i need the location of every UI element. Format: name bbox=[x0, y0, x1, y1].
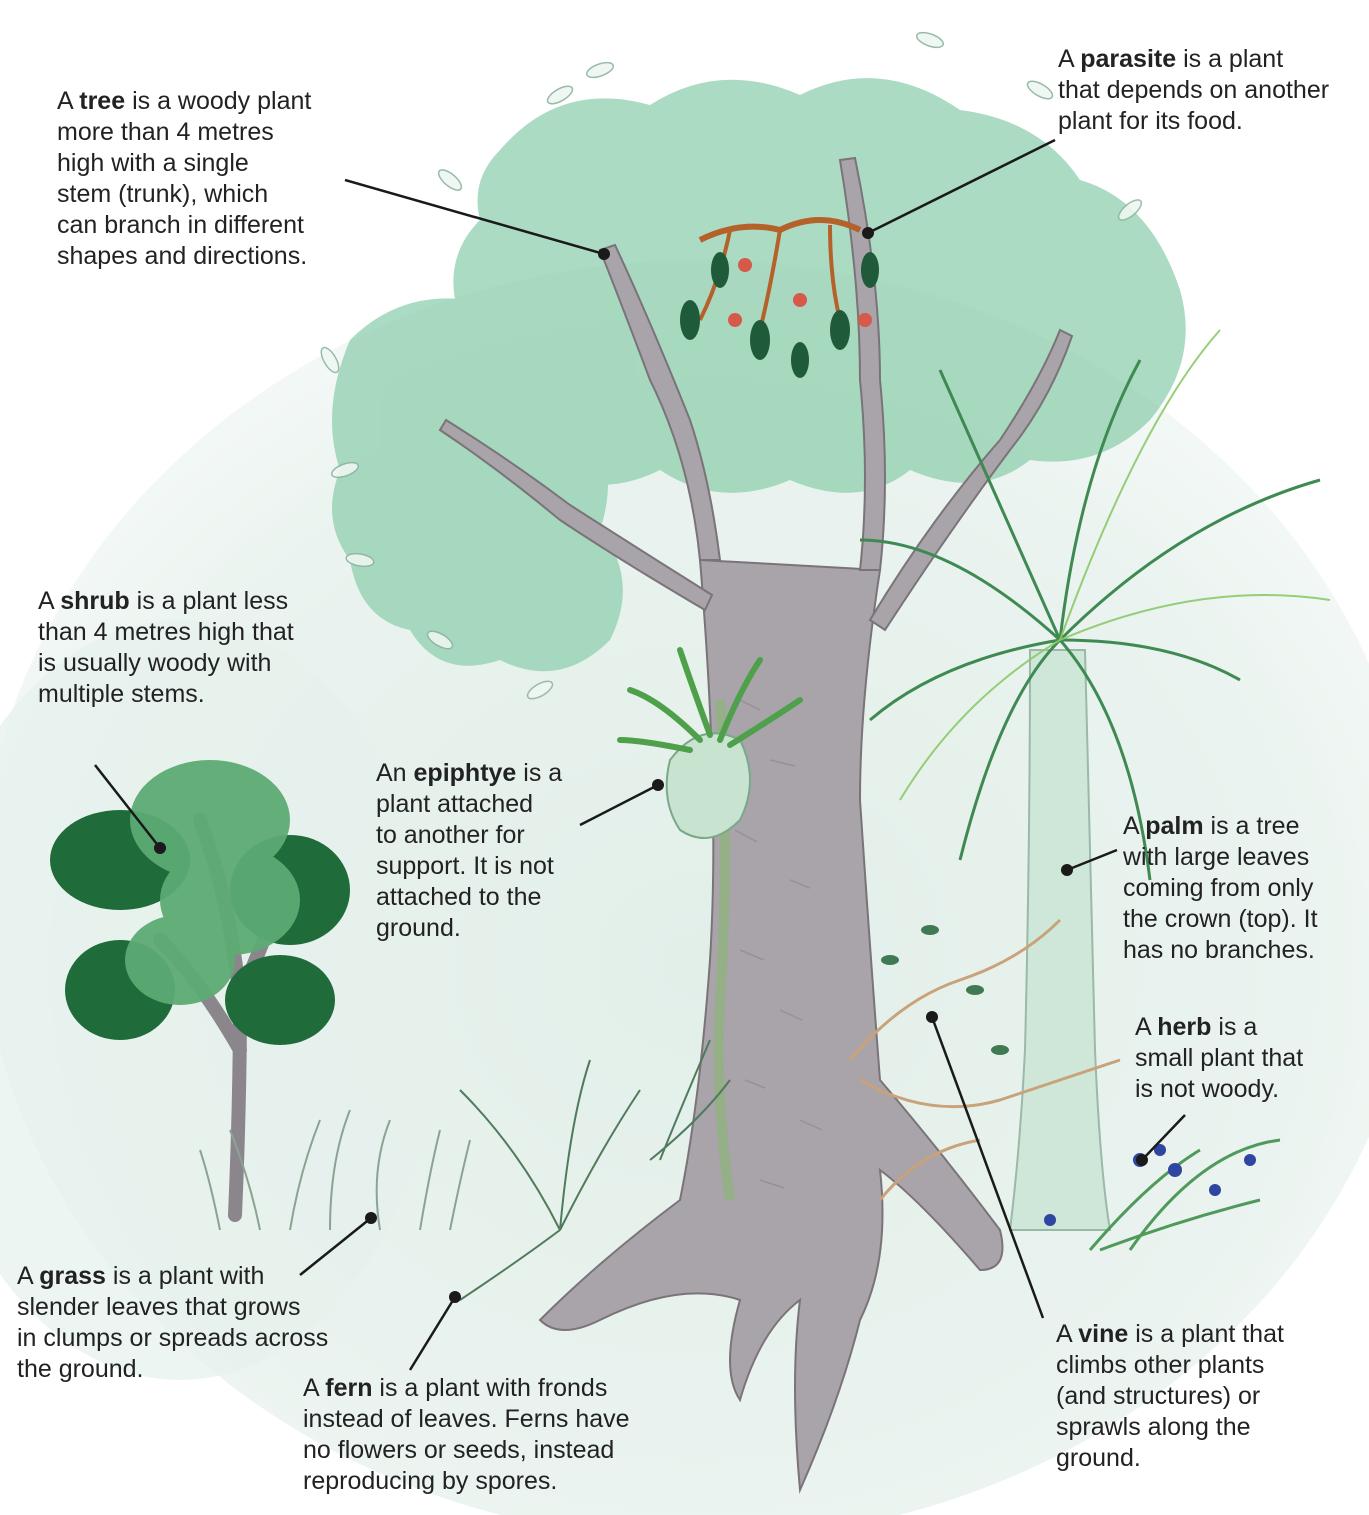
label-line: than 4 metres high that bbox=[38, 617, 294, 648]
label-rest: is a tree bbox=[1204, 812, 1300, 840]
label-shrub: A shrub is a plant less than 4 metres hi… bbox=[38, 586, 294, 710]
term-vine: vine bbox=[1078, 1320, 1128, 1348]
leader-fern bbox=[410, 1297, 455, 1370]
dot-palm bbox=[1061, 864, 1073, 876]
label-line: is not woody. bbox=[1135, 1074, 1303, 1105]
term-fern: fern bbox=[325, 1374, 372, 1402]
label-line: high with a single bbox=[57, 148, 311, 179]
label-lead: A bbox=[1056, 1320, 1078, 1348]
dot-tree bbox=[598, 248, 610, 260]
label-rest: is a bbox=[1211, 1013, 1257, 1041]
label-line: reproducing by spores. bbox=[303, 1466, 630, 1497]
label-line: climbs other plants bbox=[1056, 1350, 1284, 1381]
label-lead: A bbox=[57, 87, 79, 115]
label-line: plant attached bbox=[376, 789, 562, 820]
label-lead: A bbox=[1123, 812, 1145, 840]
label-lead: An bbox=[376, 759, 414, 787]
term-grass: grass bbox=[39, 1262, 106, 1290]
term-palm: palm bbox=[1145, 812, 1203, 840]
label-line: that depends on another bbox=[1058, 75, 1329, 106]
label-lead: A bbox=[1135, 1013, 1157, 1041]
label-line: to another for bbox=[376, 820, 562, 851]
label-grass: A grass is a plant with slender leaves t… bbox=[17, 1261, 328, 1385]
label-rest: is a plant less bbox=[130, 587, 288, 615]
label-lead: A bbox=[1058, 45, 1080, 73]
label-rest: is a plant with fronds bbox=[372, 1374, 607, 1402]
label-line: the crown (top). It bbox=[1123, 904, 1318, 935]
leader-epiphyte bbox=[580, 785, 658, 825]
label-line: support. It is not bbox=[376, 851, 562, 882]
label-tree: A tree is a woody plant more than 4 metr… bbox=[57, 86, 311, 272]
label-fern: A fern is a plant with fronds instead of… bbox=[303, 1373, 630, 1497]
label-rest: is a plant bbox=[1176, 45, 1283, 73]
label-line: coming from only bbox=[1123, 873, 1318, 904]
label-line: no flowers or seeds, instead bbox=[303, 1435, 630, 1466]
dot-epiphyte bbox=[652, 779, 664, 791]
label-vine: A vine is a plant that climbs other plan… bbox=[1056, 1319, 1284, 1474]
label-herb: A herb is a small plant that is not wood… bbox=[1135, 1012, 1303, 1105]
label-lead: A bbox=[303, 1374, 325, 1402]
label-palm: A palm is a tree with large leaves comin… bbox=[1123, 811, 1318, 966]
label-line: multiple stems. bbox=[38, 679, 294, 710]
label-lead: A bbox=[17, 1262, 39, 1290]
term-epiphyte: epiphtye bbox=[414, 759, 517, 787]
label-line: (and structures) or bbox=[1056, 1381, 1284, 1412]
label-line: ground. bbox=[376, 913, 562, 944]
label-line: has no branches. bbox=[1123, 935, 1318, 966]
term-tree: tree bbox=[79, 87, 125, 115]
label-epiphyte: An epiphtye is a plant attached to anoth… bbox=[376, 758, 562, 944]
label-rest: is a bbox=[516, 759, 562, 787]
label-line: more than 4 metres bbox=[57, 117, 311, 148]
term-parasite: parasite bbox=[1080, 45, 1176, 73]
shrub-plant bbox=[50, 760, 350, 1215]
label-line: instead of leaves. Ferns have bbox=[303, 1404, 630, 1435]
label-line: is usually woody with bbox=[38, 648, 294, 679]
label-line: attached to the bbox=[376, 882, 562, 913]
dot-shrub bbox=[154, 842, 166, 854]
dot-vine bbox=[926, 1011, 938, 1023]
label-line: in clumps or spreads across bbox=[17, 1323, 328, 1354]
label-rest: is a woody plant bbox=[125, 87, 311, 115]
label-line: the ground. bbox=[17, 1354, 328, 1385]
vine-leaves bbox=[881, 925, 1009, 1055]
label-rest: is a plant with bbox=[106, 1262, 264, 1290]
label-rest: is a plant that bbox=[1128, 1320, 1284, 1348]
term-shrub: shrub bbox=[60, 587, 129, 615]
dot-herb bbox=[1136, 1154, 1148, 1166]
label-line: with large leaves bbox=[1123, 842, 1318, 873]
label-lead: A bbox=[38, 587, 60, 615]
term-herb: herb bbox=[1157, 1013, 1211, 1041]
label-line: shapes and directions. bbox=[57, 241, 311, 272]
label-line: plant for its food. bbox=[1058, 106, 1329, 137]
label-line: can branch in different bbox=[57, 210, 311, 241]
label-line: stem (trunk), which bbox=[57, 179, 311, 210]
dot-parasite bbox=[862, 227, 874, 239]
label-parasite: A parasite is a plant that depends on an… bbox=[1058, 44, 1329, 137]
label-line: slender leaves that grows bbox=[17, 1292, 328, 1323]
label-line: ground. bbox=[1056, 1443, 1284, 1474]
label-line: sprawls along the bbox=[1056, 1412, 1284, 1443]
dot-fern bbox=[449, 1291, 461, 1303]
dot-grass bbox=[365, 1212, 377, 1224]
label-line: small plant that bbox=[1135, 1043, 1303, 1074]
